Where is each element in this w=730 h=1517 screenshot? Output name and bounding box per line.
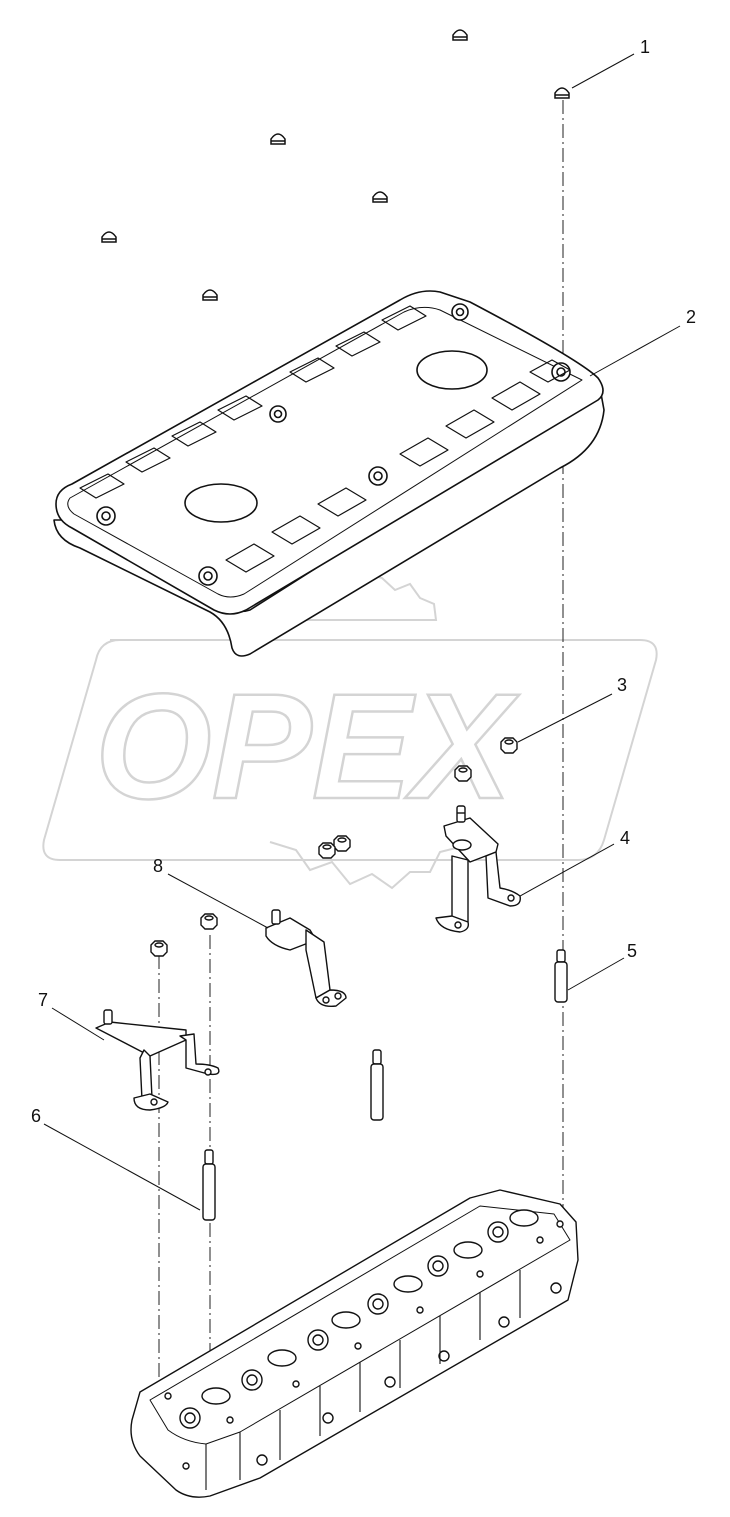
callout-3: 3 (617, 675, 628, 695)
valve-cover (53, 290, 605, 657)
hex-nut (333, 835, 351, 852)
leader-2 (589, 325, 681, 377)
leader-lines (43, 53, 681, 1211)
leader-6 (43, 1123, 201, 1211)
acorn-nut (202, 289, 218, 301)
stud-long-5 (554, 949, 568, 1003)
hex-nut (150, 940, 168, 957)
bracket-7 (95, 1009, 220, 1111)
cylinder-head (130, 1189, 579, 1498)
watermark-text: OPEX (95, 662, 520, 830)
acorn-nuts (101, 29, 570, 301)
acorn-nut (372, 191, 388, 203)
hex-nut (454, 765, 472, 782)
acorn-nut (101, 231, 117, 243)
hex-nut (200, 913, 218, 930)
hex-nuts (150, 737, 518, 957)
callout-1: 1 (640, 37, 651, 57)
stud-long-6 (202, 1149, 216, 1221)
leader-3 (517, 693, 613, 743)
acorn-nut (270, 133, 286, 145)
head-ports (179, 1209, 539, 1429)
leader-8 (167, 873, 269, 929)
leader-7 (51, 1007, 105, 1041)
callout-5: 5 (627, 941, 638, 961)
cover-ribs-rear (79, 305, 427, 499)
bracket-8 (265, 909, 347, 1008)
callout-2: 2 (686, 307, 697, 327)
studs (202, 949, 568, 1221)
cover-ribs-front (225, 359, 571, 573)
stud-middle (370, 1049, 384, 1121)
bracket-4 (435, 805, 521, 933)
callout-4: 4 (620, 828, 631, 848)
hex-nut (500, 737, 518, 754)
callout-8: 8 (153, 856, 164, 876)
callout-7: 7 (38, 990, 49, 1010)
hex-nut (318, 842, 336, 859)
watermark-logo: OPEX (42, 570, 658, 890)
acorn-nut (452, 29, 468, 41)
leader-5 (567, 957, 625, 991)
acorn-nut (554, 87, 570, 99)
leader-1 (571, 53, 635, 89)
head-side-bosses (205, 1270, 521, 1490)
callout-6: 6 (31, 1106, 42, 1126)
leader-4 (519, 843, 615, 897)
head-small-holes (164, 1220, 564, 1470)
